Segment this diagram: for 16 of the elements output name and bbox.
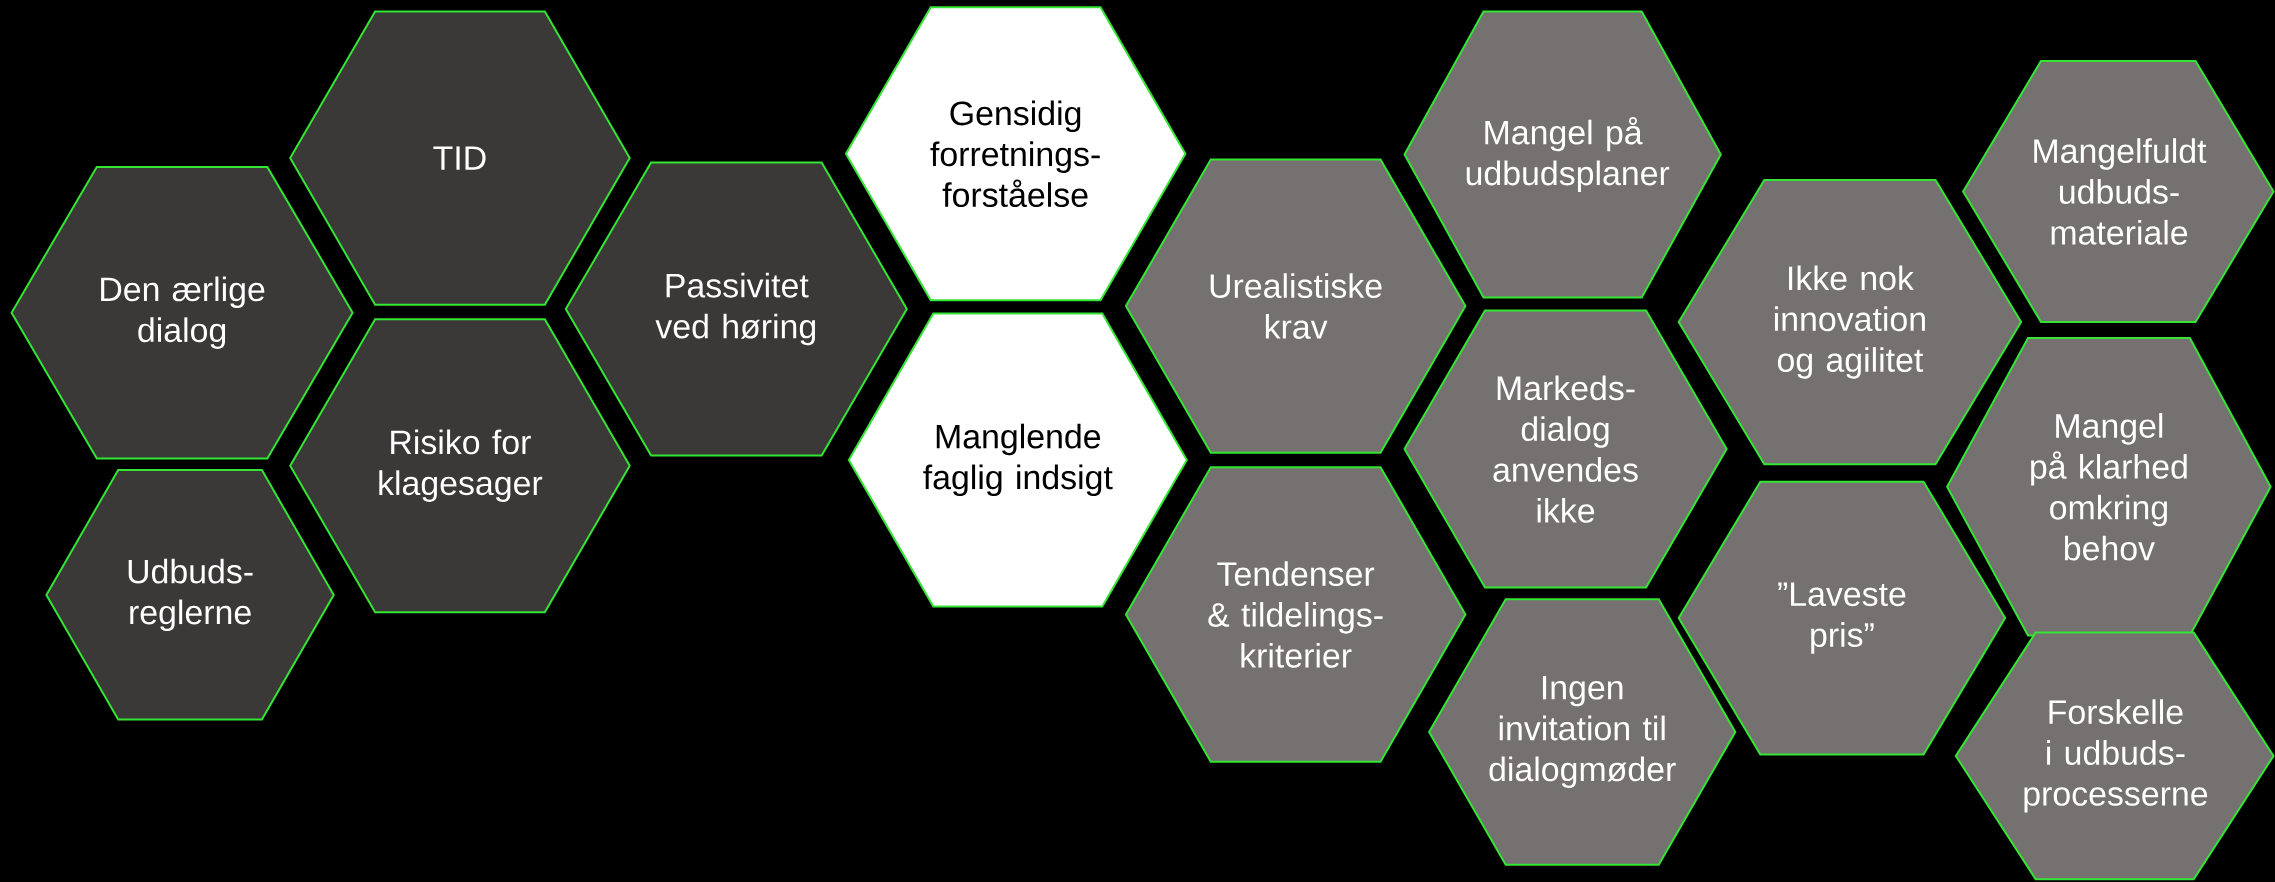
hexagon: ”Laveste pris” [1677,480,2007,756]
hexagon: Passivitet ved høring [564,161,908,457]
hexagon: Tendenser & tildelings- kriterier [1124,466,1467,763]
hexagon: Markeds- dialog anvendes ikke [1403,309,1728,589]
hexagon: Forskelle i udbuds- processerne [1954,631,2275,881]
hexagon: Udbuds- reglerne [45,469,335,721]
hexagon: Risiko for klagesager [289,318,631,614]
hexagon: Mangel på klarhed omkring behov [1946,337,2272,637]
hexagon: Ikke nok innovation og agilitet [1677,178,2023,466]
hexagon: Manglende faglig indsigt [847,312,1188,608]
hexagon: TID [289,10,631,306]
hexagon: Den ærlige dialog [10,165,354,460]
node-label: Mangel på klarhed omkring behov [2031,413,2187,561]
hexagon: Gensidig forretnings- forståelse [844,6,1187,302]
hexagon: Mangel på udbudsplaner [1403,10,1722,299]
hexagon: Urealistiske krav [1124,158,1467,454]
